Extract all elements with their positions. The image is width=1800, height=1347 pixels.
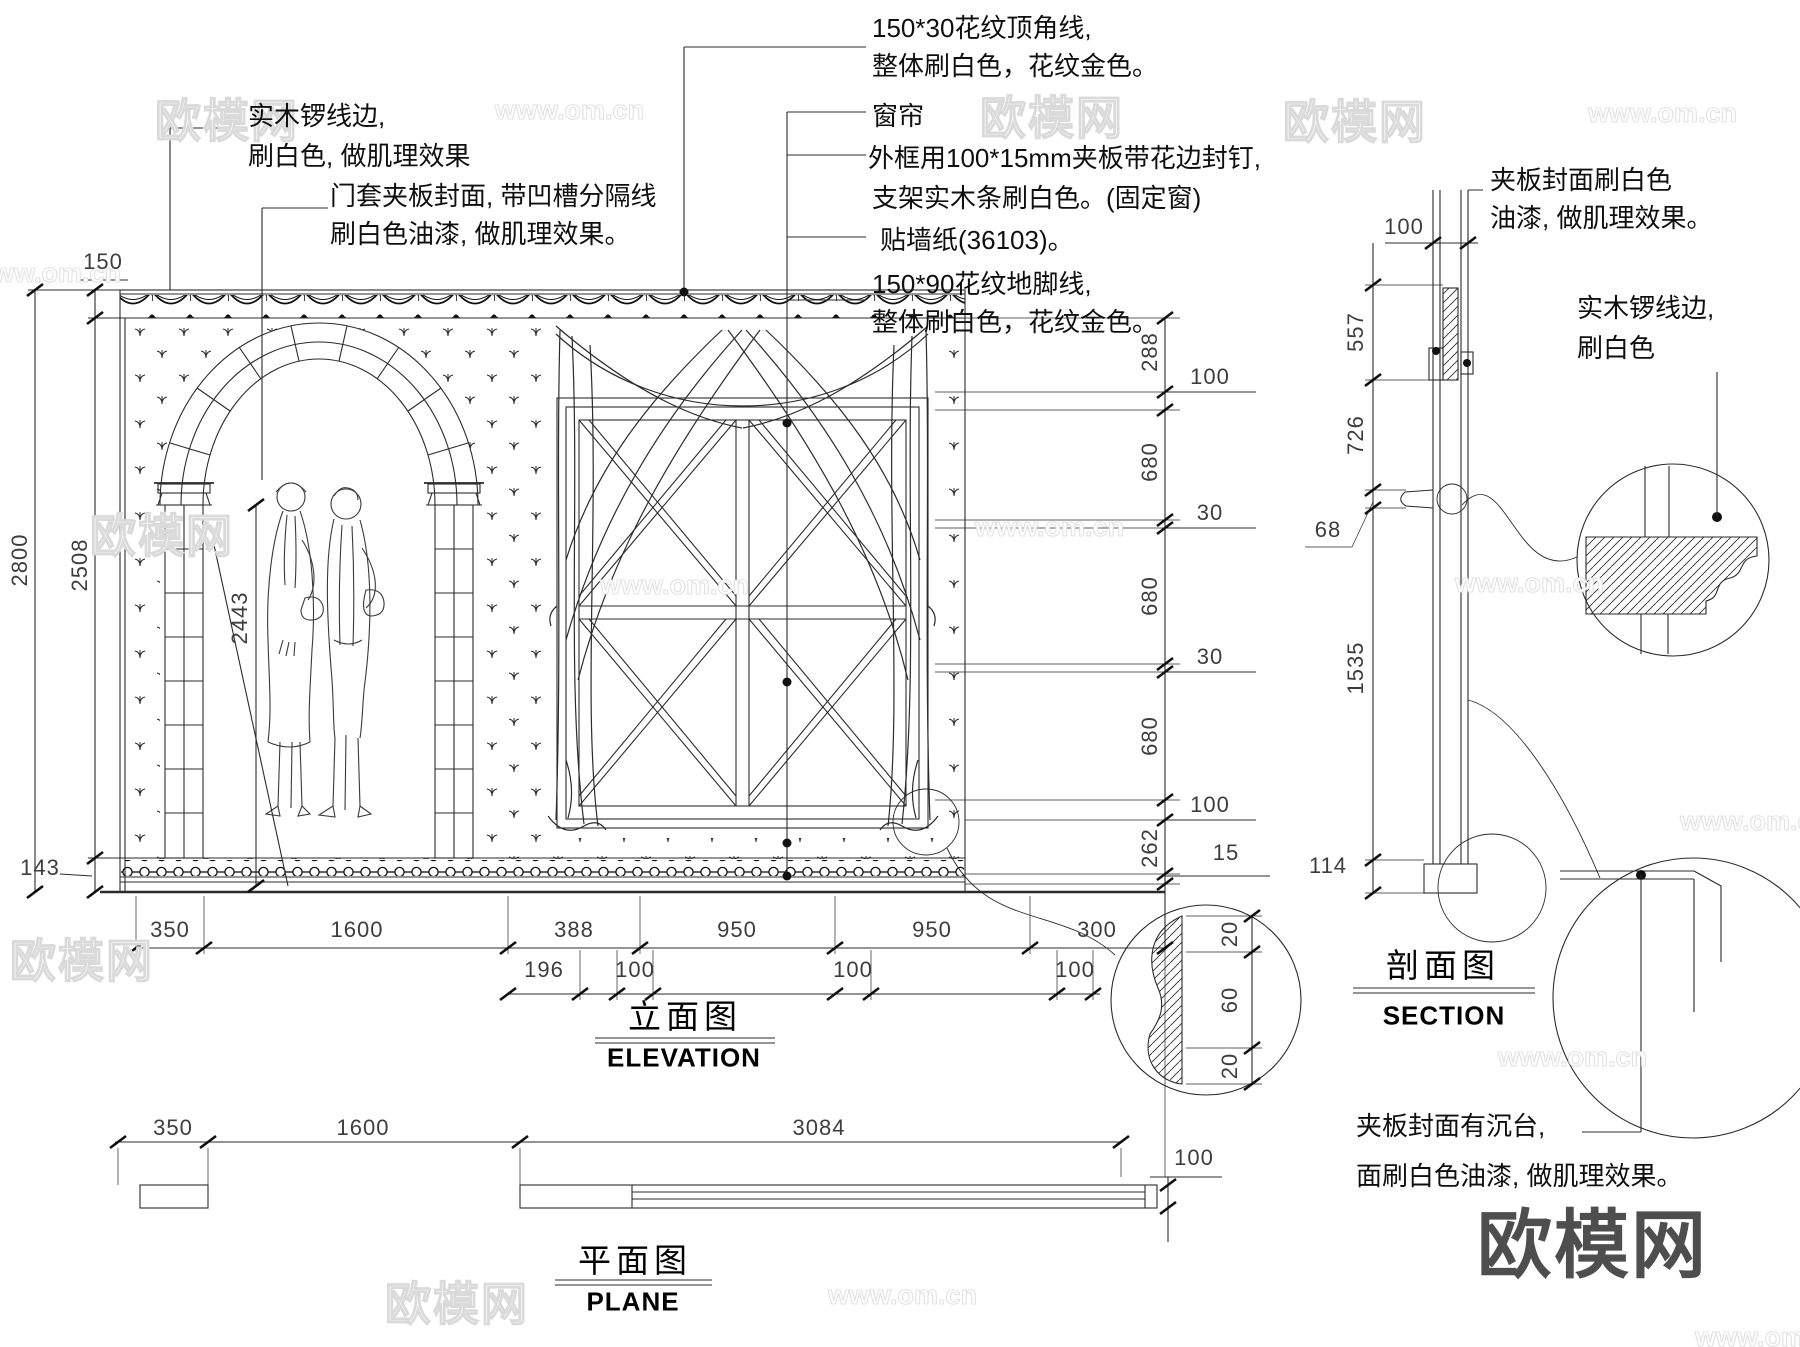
dim-1600: 1600 xyxy=(336,1115,390,1140)
dim-100: 100 xyxy=(615,957,655,982)
dim-60: 60 xyxy=(1217,986,1242,1014)
watermark-site: www.om.cn xyxy=(1694,1321,1800,1347)
dim-1535: 1535 xyxy=(1343,641,1368,695)
note-crown-line1: 150*30花纹顶角线, xyxy=(872,13,1092,43)
dim-950: 950 xyxy=(912,917,952,942)
note-sunk-panel-line1: 夹板封面有沉台, xyxy=(1356,1111,1546,1141)
dim-30: 30 xyxy=(1196,644,1224,669)
watermark-site: www.om.cn xyxy=(494,94,645,125)
title-section-cn: 剖面图 xyxy=(1386,947,1500,984)
dim-68: 68 xyxy=(1314,517,1342,542)
note-wallpaper: 贴墙纸(36103)。 xyxy=(880,225,1074,255)
watermark-brand: 欧模网 xyxy=(9,934,154,987)
dim-262: 262 xyxy=(1137,828,1162,868)
watermark-brand: 欧模网 xyxy=(979,91,1124,144)
watermark-brand: 欧模网 xyxy=(1282,95,1427,148)
watermark-site: www.om.cn xyxy=(827,1279,978,1310)
note-skirting-line2: 整体刷白色，花纹金色。 xyxy=(872,307,1159,337)
note-window-frame-line1: 外框用100*15mm夹板带花边封钉, xyxy=(868,143,1261,173)
dim-30: 30 xyxy=(1196,500,1224,525)
title-elevation-cn: 立面图 xyxy=(628,998,742,1035)
dim-100: 100 xyxy=(1055,957,1095,982)
dim-680: 680 xyxy=(1137,576,1162,616)
title-plan-en: PLANE xyxy=(586,1286,680,1317)
watermark-site: www.om.cn xyxy=(1497,1041,1648,1072)
dim-150: 150 xyxy=(83,249,123,274)
note-panel-paint-line1: 夹板封面刷白色 xyxy=(1490,165,1673,195)
dim-680: 680 xyxy=(1137,716,1162,756)
dim-2443: 2443 xyxy=(227,591,252,645)
note-skirting-line1: 150*90花纹地脚线, xyxy=(872,269,1092,299)
dim-557: 557 xyxy=(1343,312,1368,352)
note-window-frame-line2: 支架实木条刷白色。(固定窗) xyxy=(872,183,1202,213)
watermark-site: www.om.cn xyxy=(974,511,1125,542)
title-plan-cn: 平面图 xyxy=(578,1242,692,1279)
note-wood-edge-line1: 实木锣线边, xyxy=(248,101,386,131)
dim-20: 20 xyxy=(1217,1052,1242,1080)
dim-300: 300 xyxy=(1077,917,1117,942)
title-elevation-en: ELEVATION xyxy=(607,1042,761,1073)
watermark-site: www.om.cn xyxy=(1587,97,1738,128)
watermark-brand: 欧模网 xyxy=(384,1277,529,1330)
dim-143: 143 xyxy=(20,855,60,880)
dim-15: 15 xyxy=(1212,840,1240,865)
dim-20: 20 xyxy=(1217,920,1242,948)
dim-388: 388 xyxy=(554,917,594,942)
note-wood-edge-line2: 刷白色, 做肌理效果 xyxy=(248,141,471,171)
note-crown-line2: 整体刷白色，花纹金色。 xyxy=(872,51,1159,81)
note-door-frame-line1: 门套夹板封面, 带凹槽分隔线 xyxy=(330,181,657,211)
dim-100: 100 xyxy=(1174,1145,1214,1170)
watermark-site: www.om.cn xyxy=(1679,805,1800,836)
dim-114: 114 xyxy=(1308,853,1348,878)
note-curtain: 窗帘 xyxy=(872,101,925,131)
dim-100: 100 xyxy=(1384,214,1424,239)
dim-100: 100 xyxy=(1190,364,1230,389)
title-section-en: SECTION xyxy=(1382,1000,1506,1031)
dim-350: 350 xyxy=(153,1115,193,1140)
dim-950: 950 xyxy=(717,917,757,942)
dim-2800: 2800 xyxy=(7,533,32,587)
watermark-site: www.om.cn xyxy=(1454,567,1605,598)
dim-350: 350 xyxy=(150,917,190,942)
watermark-brand: 欧模网 xyxy=(154,94,299,147)
note-wood-edge-right-line1: 实木锣线边, xyxy=(1577,293,1715,323)
dim-288: 288 xyxy=(1137,332,1162,372)
dim-3084: 3084 xyxy=(792,1115,846,1140)
watermark-brand: 欧模网 xyxy=(89,509,234,562)
dim-1600: 1600 xyxy=(330,917,384,942)
dim-100: 100 xyxy=(833,957,873,982)
note-door-frame-line2: 刷白色油漆, 做肌理效果。 xyxy=(330,219,631,249)
watermark-brand-solid: 欧模网 xyxy=(1477,1203,1709,1287)
note-wood-edge-right-line2: 刷白色 xyxy=(1577,333,1656,363)
dim-196: 196 xyxy=(524,957,564,982)
note-sunk-panel-line2: 面刷白色油漆, 做肌理效果。 xyxy=(1356,1161,1683,1191)
dim-100: 100 xyxy=(1190,792,1230,817)
watermark-site: www.om.cn xyxy=(0,257,122,288)
dim-726: 726 xyxy=(1343,415,1368,455)
dim-2508: 2508 xyxy=(67,538,92,592)
watermark-site: www.om.cn xyxy=(599,569,750,600)
note-panel-paint-line2: 油漆, 做肌理效果。 xyxy=(1490,203,1713,233)
dim-680: 680 xyxy=(1137,442,1162,482)
